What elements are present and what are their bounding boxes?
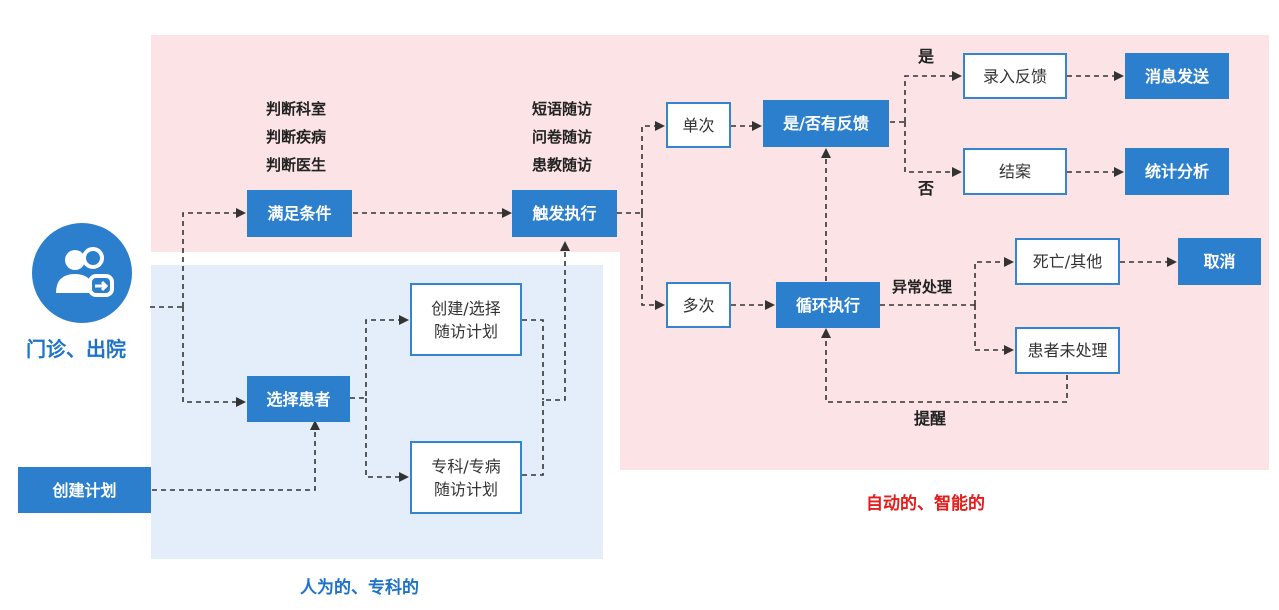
create-plan-node[interactable]: 创建计划 bbox=[18, 467, 151, 513]
entry-label: 门诊、出院 bbox=[26, 337, 126, 361]
edge-label-no: 否 bbox=[918, 179, 935, 198]
multiple-node[interactable]: 多次 bbox=[666, 282, 731, 328]
statistics-node[interactable]: 统计分析 bbox=[1125, 148, 1229, 195]
edge-create-plan bbox=[152, 420, 320, 491]
has-feedback-node[interactable]: 是/否有反馈 bbox=[763, 100, 889, 147]
edge-plan-b-out bbox=[522, 241, 570, 476]
patient-unhandled-node[interactable]: 患者未处理 bbox=[1015, 327, 1120, 374]
edge-to-create-select-plan bbox=[350, 315, 409, 399]
single-node[interactable]: 单次 bbox=[666, 102, 731, 148]
cancel-node[interactable]: 取消 bbox=[1178, 238, 1261, 285]
edge-to-unhandled bbox=[974, 305, 1014, 355]
trigger-node[interactable]: 触发执行 bbox=[512, 190, 617, 237]
edge-to-select-patient bbox=[182, 307, 246, 407]
manual-region-caption: 人为的、专科的 bbox=[300, 578, 419, 598]
close-case-node[interactable]: 结案 bbox=[963, 148, 1067, 195]
edge-label-exception: 异常处理 bbox=[892, 278, 953, 296]
edge-feedback-no bbox=[904, 122, 962, 177]
condition-note-department: 判断科室 bbox=[266, 100, 327, 118]
auto-region-caption: 自动的、智能的 bbox=[866, 494, 985, 514]
manual-region bbox=[151, 265, 603, 559]
specialty-plan-node[interactable]: 专科/专病 随访计划 bbox=[410, 441, 522, 514]
users-icon bbox=[56, 247, 114, 297]
edge-to-meet-conditions bbox=[182, 208, 246, 307]
meet-conditions-node[interactable]: 满足条件 bbox=[247, 190, 352, 237]
select-patient-node[interactable]: 选择患者 bbox=[247, 376, 350, 422]
condition-note-disease: 判断疾病 bbox=[266, 128, 327, 146]
record-feedback-node[interactable]: 录入反馈 bbox=[963, 53, 1067, 99]
edge-plan-a-out bbox=[522, 319, 544, 400]
trigger-note-sms: 短语随访 bbox=[532, 100, 593, 118]
edge-to-death bbox=[974, 257, 1014, 305]
entry-icon bbox=[32, 223, 132, 323]
trigger-note-questionnaire: 问卷随访 bbox=[532, 128, 593, 146]
edge-remind-loop bbox=[821, 328, 1068, 403]
send-message-node[interactable]: 消息发送 bbox=[1125, 53, 1229, 99]
condition-note-doctor: 判断医生 bbox=[266, 156, 327, 174]
edge-feedback-yes bbox=[904, 71, 962, 122]
death-other-node[interactable]: 死亡/其他 bbox=[1015, 238, 1120, 285]
trigger-note-education: 患教随访 bbox=[532, 156, 593, 174]
edge-label-yes: 是 bbox=[918, 47, 935, 66]
edge-label-remind: 提醒 bbox=[914, 409, 947, 428]
edge-to-specialty-plan bbox=[365, 398, 409, 482]
create-select-plan-node[interactable]: 创建/选择 随访计划 bbox=[410, 283, 522, 356]
edge-to-multiple bbox=[641, 213, 665, 310]
loop-exec-node[interactable]: 循环执行 bbox=[776, 282, 880, 328]
edge-to-single bbox=[641, 121, 665, 213]
